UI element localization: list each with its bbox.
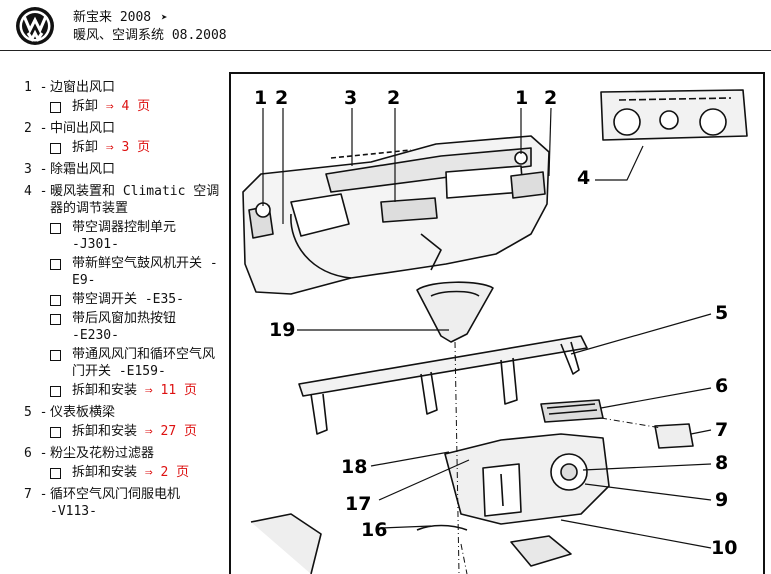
component-code: -V113-	[50, 504, 97, 519]
sub-item-text: 拆卸和安装	[72, 424, 138, 439]
item-number: 5 -	[24, 405, 48, 420]
callout-label: 5	[715, 302, 729, 324]
item-number: 4 -	[24, 184, 48, 199]
component-code: -E230-	[72, 328, 119, 343]
sub-item-text: 拆卸	[72, 99, 99, 114]
page-reference-link[interactable]: ⇒ 4 页	[105, 99, 151, 114]
checkbox-bullet-icon	[50, 468, 61, 479]
callout-label: 16	[361, 519, 388, 541]
list-item: 3 -除霜出风口	[24, 161, 224, 178]
title-text: 新宝来 2008	[73, 10, 152, 25]
list-item: 5 -仪表板横梁 拆卸和安装 ⇒ 27 页	[24, 404, 224, 440]
component-code: -J301-	[72, 237, 119, 252]
page-reference-link[interactable]: ⇒ 11 页	[144, 383, 197, 398]
checkbox-bullet-icon	[50, 386, 61, 397]
callout-label: 1	[515, 87, 529, 109]
item-title: 仪表板横梁	[50, 405, 116, 420]
callout-label: 19	[269, 319, 296, 341]
sub-item-text: 拆卸和安装	[72, 465, 138, 480]
callout-label: 10	[711, 537, 738, 559]
manual-subtitle: 暖风、空调系统 08.2008	[73, 28, 227, 43]
item-number: 6 -	[24, 446, 48, 461]
sub-item: 拆卸和安装 ⇒ 11 页	[50, 382, 224, 399]
callout-label: 8	[715, 452, 729, 474]
callout-label: 2	[275, 87, 289, 109]
sub-item-text: 带空调开关 -E35-	[72, 292, 184, 307]
callout-label: 7	[715, 419, 729, 441]
list-item: 6 -粉尘及花粉过滤器 拆卸和安装 ⇒ 2 页	[24, 445, 224, 481]
item-title: 除霜出风口	[50, 162, 116, 177]
sub-item: 带空调器控制单元 -J301-	[50, 219, 224, 253]
parts-list: 1 -边窗出风口 拆卸 ⇒ 4 页 2 -中间出风口 拆卸 ⇒ 3 页 3 -除…	[24, 79, 224, 525]
item-number: 1 -	[24, 80, 48, 95]
sub-item: 拆卸 ⇒ 4 页	[50, 98, 224, 115]
callout-label: 9	[715, 489, 729, 511]
checkbox-bullet-icon	[50, 295, 61, 306]
sub-item-text: 带后风窗加热按钮	[72, 311, 177, 326]
page-reference-link[interactable]: ⇒ 27 页	[144, 424, 197, 439]
sub-item: 带新鲜空气鼓风机开关 -E9-	[50, 255, 224, 289]
page-reference-link[interactable]: ⇒ 2 页	[144, 465, 190, 480]
item-number: 7 -	[24, 487, 48, 502]
callout-label: 2	[544, 87, 558, 109]
page-reference-link[interactable]: ⇒ 3 页	[105, 140, 151, 155]
checkbox-bullet-icon	[50, 350, 61, 361]
callout-label: 6	[715, 375, 729, 397]
sub-item-text: 拆卸	[72, 140, 99, 155]
callout-label: 18	[341, 456, 368, 478]
sub-item-text: 拆卸和安装	[72, 383, 138, 398]
sub-item: 拆卸 ⇒ 3 页	[50, 139, 224, 156]
checkbox-bullet-icon	[50, 223, 61, 234]
manual-title: 新宝来 2008 ➤	[73, 9, 168, 26]
callout-label: 3	[344, 87, 358, 109]
item-title: 暖风装置和 Climatic 空调器的调节装置	[50, 184, 220, 216]
sub-item: 带空调开关 -E35-	[50, 291, 224, 308]
exploded-view-figure: 1 2 3 2 1 2 4 5 19 6 7 18 8 17 9 16 10	[229, 72, 765, 574]
item-title: 边窗出风口	[50, 80, 116, 95]
next-arrow-icon[interactable]: ➤	[160, 11, 168, 24]
header-divider	[0, 50, 771, 51]
list-item: 2 -中间出风口 拆卸 ⇒ 3 页	[24, 120, 224, 156]
sub-item: 拆卸和安装 ⇒ 2 页	[50, 464, 224, 481]
list-item: 7 -循环空气风门伺服电机 -V113-	[24, 486, 224, 520]
callout-label: 2	[387, 87, 401, 109]
item-number: 2 -	[24, 121, 48, 136]
item-title: 粉尘及花粉过滤器	[50, 446, 155, 461]
sub-item-text: 带新鲜空气鼓风机开关 -E9-	[72, 256, 218, 288]
list-item: 1 -边窗出风口 拆卸 ⇒ 4 页	[24, 79, 224, 115]
list-item: 4 -暖风装置和 Climatic 空调器的调节装置 带空调器控制单元 -J301…	[24, 183, 224, 399]
checkbox-bullet-icon	[50, 143, 61, 154]
vw-logo	[16, 7, 54, 45]
checkbox-bullet-icon	[50, 427, 61, 438]
checkbox-bullet-icon	[50, 314, 61, 325]
item-title: 中间出风口	[50, 121, 116, 136]
callout-label: 1	[254, 87, 268, 109]
checkbox-bullet-icon	[50, 259, 61, 270]
item-number: 3 -	[24, 162, 48, 177]
callout-label: 4	[577, 167, 591, 189]
sub-item: 带后风窗加热按钮 -E230-	[50, 310, 224, 344]
sub-item-text: 带通风风门和循环空气风门开关 -E159-	[72, 347, 216, 379]
exploded-diagram-drawing	[242, 89, 748, 574]
sub-item-text: 带空调器控制单元	[72, 220, 177, 235]
sub-item: 带通风风门和循环空气风门开关 -E159-	[50, 346, 224, 380]
item-title: 循环空气风门伺服电机	[50, 487, 181, 502]
checkbox-bullet-icon	[50, 102, 61, 113]
callout-label: 17	[345, 493, 372, 515]
sub-item: 拆卸和安装 ⇒ 27 页	[50, 423, 224, 440]
